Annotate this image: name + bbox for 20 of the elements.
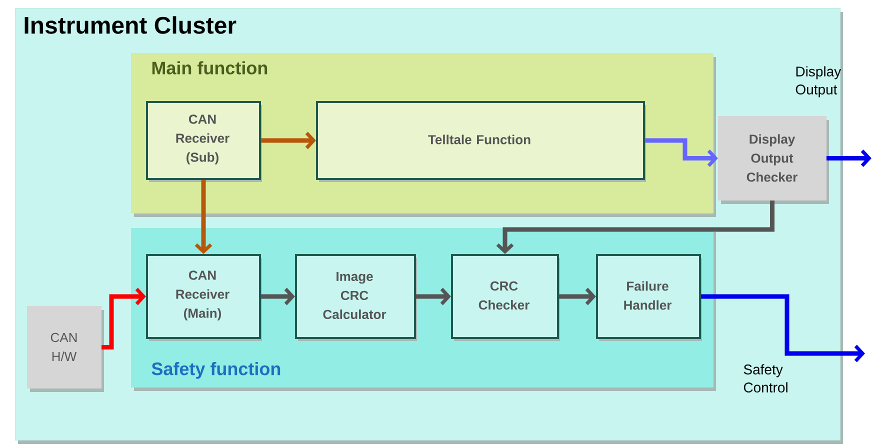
process-box: Telltale Function: [316, 101, 646, 182]
arrow: [701, 294, 865, 362]
process-box: CRC Checker: [451, 254, 560, 341]
hardware-box: CAN H/W: [27, 306, 104, 392]
arrow: [261, 288, 295, 306]
arrow: [102, 288, 146, 350]
output-label: Display Output: [796, 66, 842, 98]
process-box: Failure Handler: [596, 254, 702, 341]
process-box: Image CRC Calculator: [295, 254, 417, 341]
arrow: [261, 132, 316, 150]
arrow: [559, 288, 596, 306]
arrow: [194, 180, 212, 254]
process-box: CAN Receiver (Main): [146, 254, 262, 341]
process-box: CAN Receiver (Sub): [146, 101, 262, 182]
arrow: [645, 138, 718, 167]
output-label: Safety Control: [744, 364, 788, 392]
arrow: [416, 288, 451, 306]
arrow: [496, 200, 774, 254]
checker-box: Display Output Checker: [718, 116, 829, 204]
arrow: [826, 150, 872, 167]
